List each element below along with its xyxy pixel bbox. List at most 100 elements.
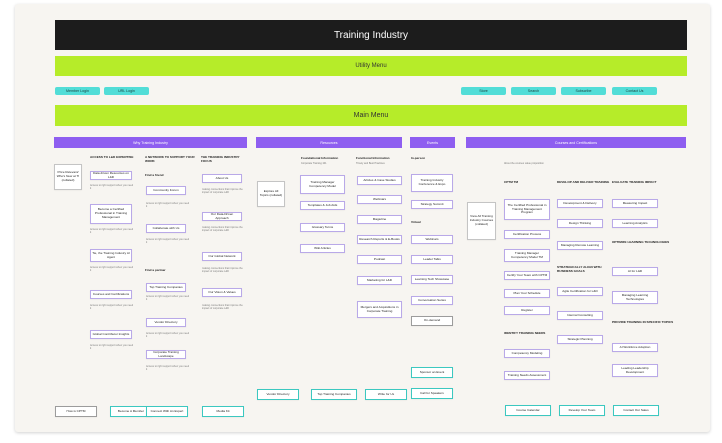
event-webinars[interactable]: Webinars — [411, 235, 453, 244]
view-courses-card[interactable]: View All Training Industry Courses (coll… — [467, 202, 496, 240]
section-resources[interactable]: Resources — [256, 137, 402, 148]
align-internal-consulting[interactable]: Internal Consulting — [557, 311, 603, 320]
cptm-item-label: Certify Your Team with CPTM — [506, 272, 548, 277]
event-conference[interactable]: Training Industry Conference & Expo — [411, 174, 453, 192]
resource-research[interactable]: Research Reports & E-Books — [357, 235, 402, 244]
footer-sponsor-event[interactable]: Sponsor an Event — [411, 367, 453, 378]
deliver-item-label: Managing Remote Learning — [560, 242, 600, 247]
evaluate-item-label: Measuring Impact — [622, 200, 648, 205]
network-community-forum[interactable]: Community Forum — [146, 186, 186, 195]
focus-caption: making connections that improve the impa… — [202, 188, 243, 195]
network-landscape[interactable]: Corporate Training Landscape — [146, 350, 186, 359]
footer-connect-expert[interactable]: Connect With An Expert — [146, 406, 188, 417]
focus-about-us[interactable]: About Us — [202, 174, 242, 183]
event-on-demand[interactable]: On-demand — [411, 316, 453, 326]
footer-top-companies[interactable]: Top Training Companies — [311, 389, 357, 400]
cptm-program[interactable]: The Certified Professional in Training M… — [504, 199, 550, 220]
event-item-label: Strategy Summit — [420, 201, 444, 206]
specific-leadership[interactable]: Leading Leadership Development — [612, 364, 658, 377]
focus-caption: making connections that improve the impa… — [202, 304, 243, 311]
why-item-ai-agent[interactable]: Tie, the Training Industry AI Agent — [90, 249, 132, 262]
optimize-ai[interactable]: AI for L&D — [612, 267, 658, 276]
network-collaborate[interactable]: Collaborate with Us — [146, 224, 186, 233]
optimize-learning-tech[interactable]: Managing Learning Technologies — [612, 291, 658, 304]
focus-approach[interactable]: Our Data-Driven Approach — [202, 212, 242, 221]
why-item-courses[interactable]: Courses and Certifications — [90, 290, 132, 299]
resource-magazine[interactable]: Magazine — [357, 215, 402, 224]
event-leader-talks[interactable]: Leader Talks — [411, 255, 453, 264]
cptm-certify-team[interactable]: Certify Your Team with CPTM — [504, 271, 550, 280]
why-item-certified[interactable]: Become a Certified Professional in Train… — [90, 204, 132, 224]
section-courses[interactable]: Courses and Certifications — [466, 137, 686, 148]
evaluate-measuring[interactable]: Measuring Impact — [612, 199, 658, 208]
member-login-link[interactable]: Member Login — [55, 87, 100, 95]
resource-templates[interactable]: Templates & Job Aids — [300, 201, 345, 210]
resource-glossary[interactable]: Glossary Terms — [300, 223, 345, 232]
event-strategy-summit[interactable]: Strategy Summit — [411, 200, 453, 209]
footer-media-kit[interactable]: Media Kit — [202, 406, 244, 417]
network-item-label: Top Training Companies — [149, 284, 183, 289]
footer-contact-sales[interactable]: Contact Our Sales — [613, 405, 659, 416]
section-why-label: Why Training Industry — [133, 140, 168, 145]
member-login-label: Member Login — [66, 89, 89, 93]
why-item-global[interactable]: Global Contributor Insights — [90, 330, 132, 339]
network-top-companies[interactable]: Top Training Companies — [146, 283, 186, 292]
cptm-competency-model[interactable]: Training Manager Competency Model TM — [504, 249, 550, 262]
focus-global-network[interactable]: Our Global Network — [202, 252, 242, 261]
explore-topics-card[interactable]: Explore All Topics (collated) — [257, 181, 285, 207]
resource-marketing[interactable]: Marketing for L&D — [357, 276, 402, 285]
search-link[interactable]: Search — [511, 87, 556, 95]
section-events[interactable]: Events — [410, 137, 455, 148]
footer-how-is-cptm[interactable]: How is CPTM — [55, 406, 97, 417]
event-item-label: Conversation Series — [418, 297, 446, 302]
focus-vision[interactable]: Our Vision & Values — [202, 288, 242, 297]
needs-competency-modeling[interactable]: Competency Modeling — [504, 349, 550, 358]
why-item-label: Tie, the Training Industry AI Agent — [92, 250, 130, 259]
cptm-item-label: Register — [521, 307, 533, 312]
cptm-plan-schedule[interactable]: Plan Your Schedule — [504, 289, 550, 298]
cptm-register[interactable]: Register — [504, 306, 550, 315]
resource-wiki[interactable]: Wiki Articles — [300, 244, 345, 253]
cptm-certification-process[interactable]: Certification Process — [504, 230, 550, 239]
cptm-item-label: The Certified Professional in Training M… — [507, 202, 547, 215]
align-agile[interactable]: Agile Certification for L&D — [557, 287, 603, 296]
resources-foundational-sub: Corporate Training 101 — [301, 162, 327, 165]
resource-item-label: Webinars — [372, 196, 386, 201]
utility-menu-bar: Utility Menu — [55, 56, 687, 76]
footer-write-for-us[interactable]: Write for Us — [365, 389, 407, 400]
footer-course-calendar[interactable]: Course Calendar — [505, 405, 551, 416]
evaluate-analytics[interactable]: Learning Analytics — [612, 219, 658, 228]
search-label: Search — [527, 89, 540, 93]
section-why-training-industry[interactable]: Why Training Industry — [54, 137, 247, 148]
footer-call-for-speakers[interactable]: Call for Speakers — [411, 388, 453, 399]
section-events-label: Events — [427, 140, 438, 145]
contact-us-link[interactable]: Contact Us — [612, 87, 657, 95]
whats-new-card[interactable]: Price Relevant/ Who's New at TI (collate… — [54, 164, 82, 190]
footer-button-label: Call for Speakers — [420, 390, 444, 395]
store-link[interactable]: Store — [461, 87, 506, 95]
events-virtual-heading: Virtual — [411, 220, 421, 224]
align-strategic-planning[interactable]: Strategic Planning — [557, 335, 603, 344]
url-login-link[interactable]: URL Login — [104, 87, 149, 95]
resource-mergers[interactable]: Mergers and Acquisitions in Corporate Tr… — [357, 301, 402, 318]
deliver-item-label: Design Thinking — [568, 220, 592, 225]
resource-webinars[interactable]: Webinars — [357, 195, 402, 204]
event-conversation-series[interactable]: Conversation Series — [411, 296, 453, 305]
resource-competency-model[interactable]: Training Manager Competency Model — [300, 175, 345, 194]
deliver-remote-learning[interactable]: Managing Remote Learning — [557, 241, 603, 250]
deliver-heading: DEVELOP AND DELIVER TRAINING — [557, 180, 610, 184]
deliver-design-thinking[interactable]: Design Thinking — [557, 219, 603, 228]
why-item-data-driven[interactable]: Data driven Resources on L&D — [90, 171, 132, 180]
network-caption: Access to right support when you need it — [146, 365, 190, 372]
footer-develop-team[interactable]: Develop Your Team — [559, 405, 605, 416]
deliver-development[interactable]: Development & Delivery — [557, 199, 603, 208]
subscribe-link[interactable]: Subscribe — [561, 87, 606, 95]
focus-caption: making connections that improve the impa… — [202, 267, 243, 274]
footer-vendor-directory[interactable]: Vendor Directory — [257, 389, 299, 400]
resource-podcast[interactable]: Podcast — [357, 255, 402, 264]
needs-assessment[interactable]: Training Needs Assessment — [504, 371, 550, 380]
specific-ai-workforce[interactable]: AI Workforce Adoption — [612, 343, 658, 352]
network-vendor-directory[interactable]: Vendor Directory — [146, 318, 186, 327]
event-tech-showcase[interactable]: Learning Tech Showcase — [411, 275, 453, 284]
resource-articles[interactable]: Articles & Case Studies — [357, 176, 402, 185]
